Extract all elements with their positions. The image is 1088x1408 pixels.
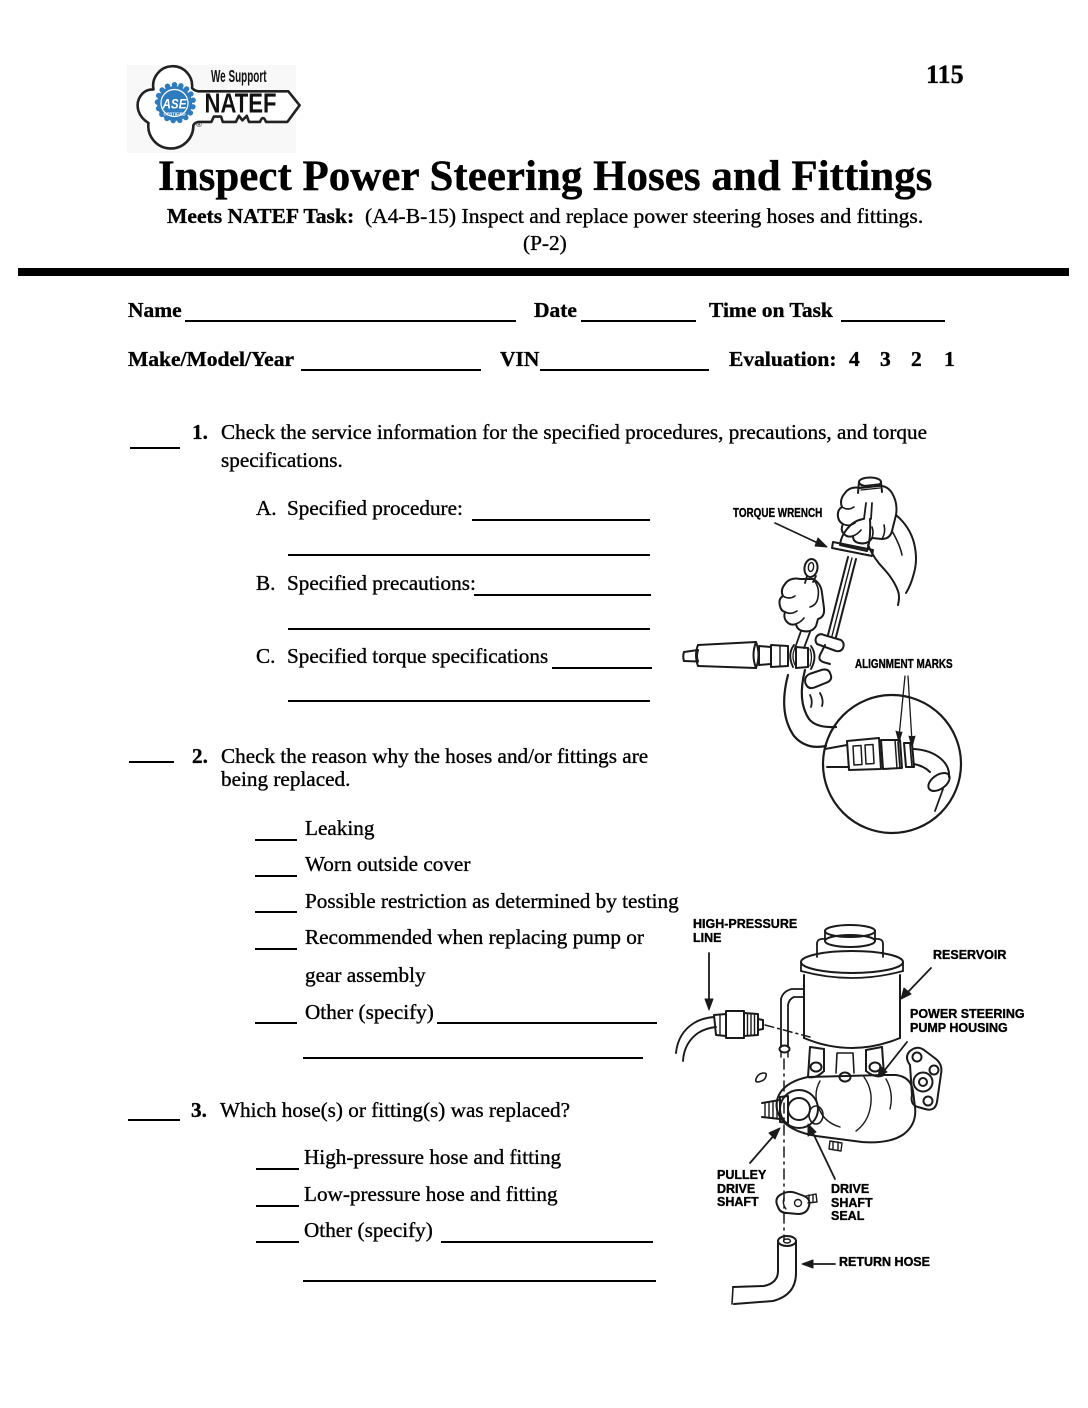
svg-text:®: ® [196,120,202,129]
svg-text:ASE: ASE [162,96,187,112]
svg-text:NATEF: NATEF [205,88,277,119]
svg-text:CERTIFIED: CERTIFIED [163,112,185,117]
svg-text:We Support: We Support [211,66,267,86]
